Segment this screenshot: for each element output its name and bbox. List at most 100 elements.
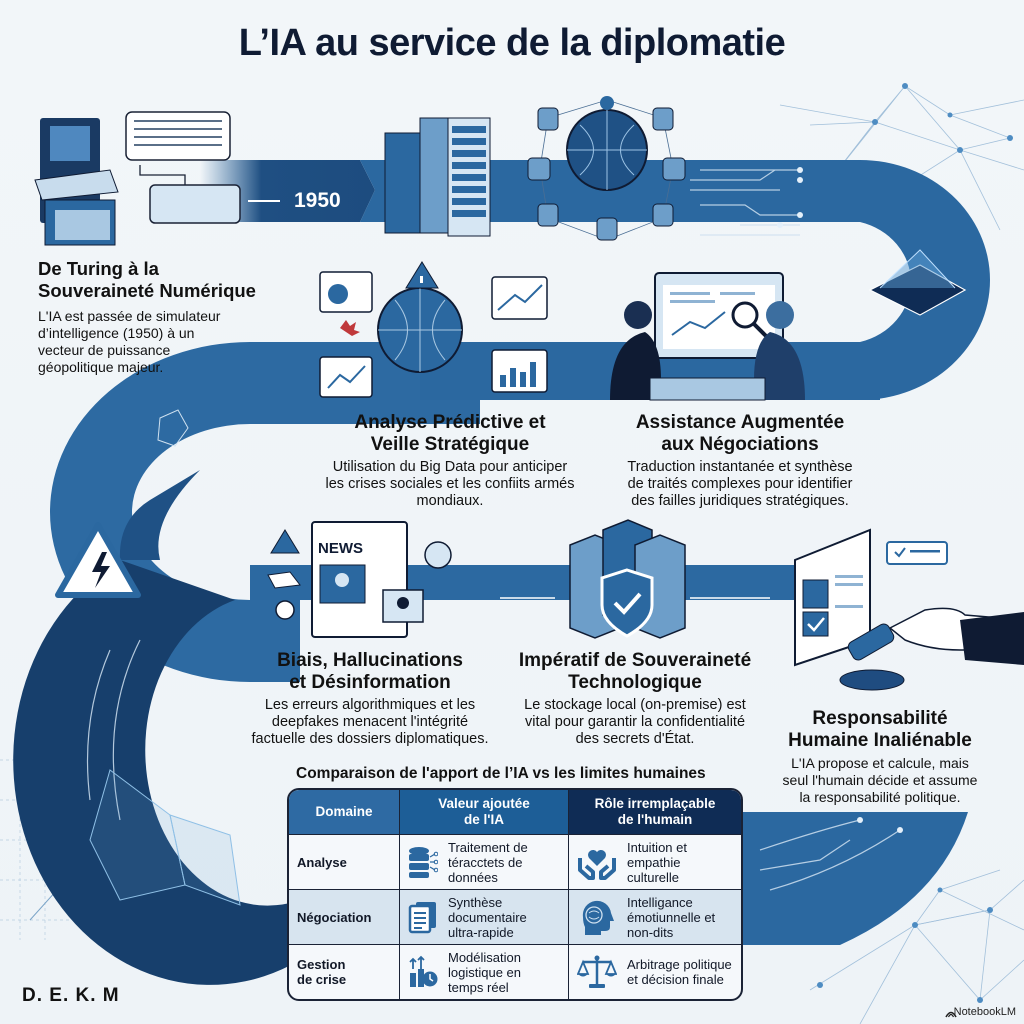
logistics-clock-icon bbox=[409, 955, 438, 987]
header-line: Valeur ajoutée bbox=[438, 796, 530, 811]
globe-network-icon bbox=[527, 96, 686, 241]
page-title: L’IA au service de la diplomatie bbox=[238, 22, 786, 64]
domain-line: Négociation bbox=[297, 909, 372, 925]
pyramid-chip-icon bbox=[868, 249, 967, 316]
section-body-line: L'IA propose et calcule, mais bbox=[791, 755, 969, 771]
section-human-responsibility: Responsabilité Humaine Inaliénable L'IA … bbox=[745, 708, 1015, 806]
domain-line: Gestion bbox=[297, 957, 346, 972]
section-body-line: d’intelligence (1950) à un bbox=[38, 325, 195, 341]
section-technological-sovereignty: Impératif de Souveraineté Technologique … bbox=[490, 650, 780, 748]
section-body-line: vecteur de puissance bbox=[38, 342, 171, 358]
path-band-bottom-arc bbox=[13, 560, 301, 985]
header-line: Domaine bbox=[315, 804, 373, 819]
domain-cell: Analyse bbox=[289, 834, 399, 889]
author-signature: D. E. K. M bbox=[22, 985, 120, 1006]
server-rack-icon bbox=[384, 117, 491, 237]
section-turing: De Turing à la Souveraineté Numérique L'… bbox=[38, 258, 298, 376]
cell-line: émotiunnelle et bbox=[627, 909, 716, 925]
header-line: Rôle irremplaçable bbox=[594, 796, 716, 811]
comparison-table-title: Comparaison de l'apport de l’IA vs les l… bbox=[296, 765, 706, 782]
section-negotiation-assistance: Assistance Augmentée aux Négociations Tr… bbox=[585, 412, 895, 510]
cell-line: Intelligance bbox=[627, 894, 693, 910]
news-article-icon: NEWS bbox=[267, 521, 452, 638]
section-heading-line: De Turing à la bbox=[38, 258, 159, 279]
database-network-icon bbox=[409, 847, 438, 878]
section-heading-line: Souveraineté Numérique bbox=[38, 280, 256, 301]
section-body-line: seul l'humain décide et assume bbox=[782, 772, 978, 788]
cell-line: données bbox=[448, 869, 498, 885]
section-body-line: mondiaux. bbox=[416, 493, 484, 509]
gavel-decision-icon bbox=[794, 528, 1024, 691]
section-body-line: deepfakes menacent l'intégrité bbox=[271, 714, 469, 730]
path-band-bottom-right bbox=[743, 812, 968, 945]
column-header-domain: Domaine bbox=[289, 790, 399, 834]
retro-computer-icon bbox=[34, 118, 119, 246]
cell-line: temps réel bbox=[448, 979, 509, 995]
domain-cell: Gestion de crise bbox=[289, 944, 399, 999]
cell-line: Synthèse bbox=[448, 894, 503, 910]
section-body-line: des secrets d'État. bbox=[575, 731, 695, 747]
human-role-cell: Arbitrage politique et décision finale bbox=[568, 944, 741, 999]
section-body-line: géopolitique majeur. bbox=[38, 359, 164, 375]
section-body-line: de traités complexes pour identifier bbox=[627, 476, 853, 492]
table-row: Analyse Traitement de téracctets de bbox=[289, 834, 741, 889]
ai-value-cell: Modélisation logistique en temps réel bbox=[399, 944, 568, 999]
timeline-year: 1950 bbox=[294, 189, 341, 212]
section-body-line: des failles juridiques stratégiques. bbox=[631, 493, 849, 509]
hands-heart-icon bbox=[578, 850, 616, 880]
section-bias-disinformation: Biais, Hallucinations et Désinformation … bbox=[230, 650, 510, 748]
section-body-line: Traduction instantanée et synthèse bbox=[627, 459, 853, 475]
section-heading-line: et Désinformation bbox=[289, 672, 451, 693]
warning-lightning-icon bbox=[55, 522, 141, 598]
cell-line: logistique en bbox=[448, 964, 521, 980]
section-body-line: la responsabilité politique. bbox=[799, 789, 961, 805]
section-heading-line: aux Négociations bbox=[661, 434, 819, 455]
section-predictive-analysis: Analyse Prédictive et Veille Stratégique… bbox=[290, 412, 610, 510]
section-heading-line: Analyse Prédictive et bbox=[354, 412, 546, 433]
section-body-line: Le stockage local (on-premise) est bbox=[524, 697, 746, 713]
table-row: Négociation Synthèse documentaire ultra-… bbox=[289, 889, 741, 944]
path-band-row1-fade bbox=[200, 160, 375, 222]
section-heading-line: Humaine Inaliénable bbox=[788, 730, 972, 751]
table-header-row: Domaine Valeur ajoutée de l'IA Rôle irre… bbox=[289, 790, 741, 834]
cell-line: empathie culturelle bbox=[627, 854, 681, 885]
section-body-line: Utilisation du Big Data pour anticiper bbox=[332, 459, 568, 475]
negotiation-scene-icon bbox=[610, 272, 805, 401]
predictive-analytics-icon bbox=[319, 261, 548, 398]
cell-line: Arbitrage politique bbox=[627, 957, 732, 972]
header-line: de l'IA bbox=[464, 812, 504, 827]
section-body-line: vital pour garantir la confidentialité bbox=[524, 714, 746, 730]
column-header-human-role: Rôle irremplaçable de l'humain bbox=[568, 790, 741, 834]
section-heading-line: Technologique bbox=[568, 672, 702, 693]
cell-line: Intuition et bbox=[627, 839, 687, 855]
section-body-line: L'IA est passée de simulateur bbox=[38, 308, 221, 324]
section-body-line: Les erreurs algorithmiques et les bbox=[264, 697, 476, 713]
section-body-line: les crises sociales et les confiits armé… bbox=[325, 476, 575, 492]
secure-servers-icon bbox=[569, 519, 686, 639]
cell-line: téracctets de bbox=[448, 854, 523, 870]
scales-icon bbox=[577, 955, 617, 988]
brand-label: NotebookLM bbox=[953, 1006, 1016, 1018]
cell-line: Traitement de bbox=[448, 839, 528, 855]
section-heading-line: Assistance Augmentée bbox=[635, 412, 845, 433]
cell-line: documentaire bbox=[448, 909, 527, 925]
column-header-ai-value: Valeur ajoutée de l'IA bbox=[399, 790, 568, 834]
ai-value-cell: Traitement de téracctets de données bbox=[399, 834, 568, 889]
human-role-cell: Intelligance émotiunnelle et non-dits bbox=[568, 889, 741, 944]
punch-card-icon bbox=[125, 111, 241, 224]
cell-line: Modélisation bbox=[448, 949, 521, 965]
cell-line: ultra-rapide bbox=[448, 924, 514, 940]
documents-icon bbox=[408, 902, 436, 934]
brain-head-icon bbox=[582, 900, 614, 935]
ai-value-cell: Synthèse documentaire ultra-rapide bbox=[399, 889, 568, 944]
section-heading-line: Biais, Hallucinations bbox=[277, 650, 463, 671]
path-band-row1 bbox=[360, 160, 990, 400]
header-line: de l'humain bbox=[617, 812, 693, 827]
news-label: NEWS bbox=[318, 540, 363, 557]
table-row: Gestion de crise Modélisation logistique… bbox=[289, 944, 741, 999]
section-body-line: factuelle des dossiers diplomatiques. bbox=[251, 731, 489, 747]
section-heading-line: Impératif de Souveraineté bbox=[518, 650, 752, 671]
comparison-table: Domaine Valeur ajoutée de l'IA Rôle irre… bbox=[287, 788, 743, 1001]
domain-cell: Négociation bbox=[289, 889, 399, 944]
